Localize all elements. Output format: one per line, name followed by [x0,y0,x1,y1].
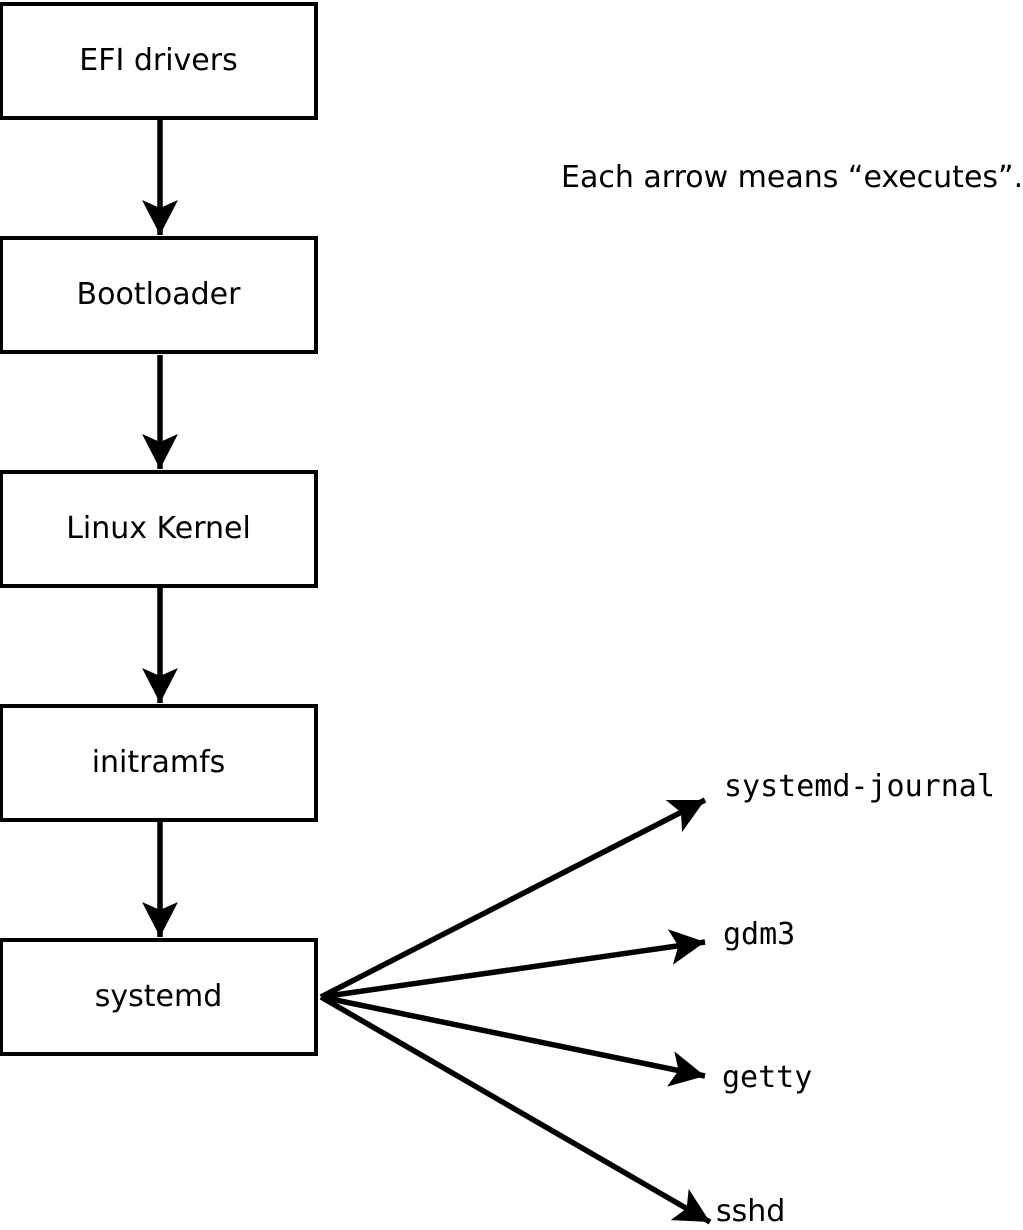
node-linux-kernel: Linux Kernel [0,470,318,588]
node-label: EFI drivers [79,43,238,78]
edge-systemd-to-gdm3 [320,929,706,1000]
proc-label-sshd: sshd [716,1194,786,1229]
proc-label-gdm3: gdm3 [723,917,796,952]
proc-label-systemd-journal: systemd-journal [724,769,995,804]
node-label: initramfs [91,745,226,780]
node-initramfs: initramfs [0,704,318,822]
node-label: Linux Kernel [66,511,251,546]
node-bootloader: Bootloader [0,236,318,354]
node-efi-drivers: EFI drivers [0,2,318,120]
node-systemd: systemd [0,938,318,1056]
proc-label-getty: getty [722,1060,813,1095]
node-label: Bootloader [76,277,241,312]
edge-systemd-to-sshd [319,994,712,1225]
caption: Each arrow means “executes”. [561,160,1023,195]
edge-systemd-to-getty [320,994,706,1087]
edge-systemd-to-systemd-journal [319,797,707,1000]
node-label: systemd [94,979,223,1014]
